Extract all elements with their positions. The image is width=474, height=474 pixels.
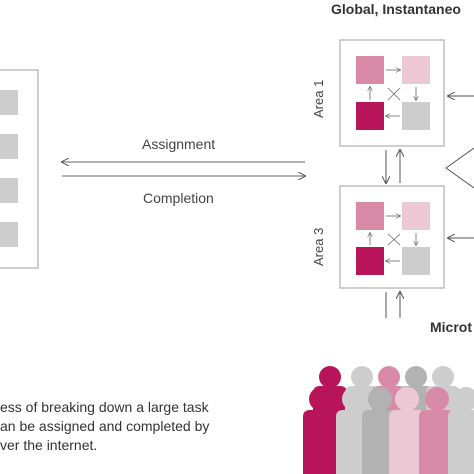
person-icon [425, 387, 449, 411]
person-icon [454, 387, 474, 411]
caption-text: ess of breaking down a large task an be … [0, 398, 300, 455]
caption-line: ver the internet. [0, 437, 98, 453]
person-icon [342, 387, 366, 411]
person-icon [351, 366, 373, 388]
caption-line: ess of breaking down a large task [0, 399, 209, 415]
person-icon [368, 387, 392, 411]
task-panel [0, 69, 39, 269]
person-icon [432, 366, 454, 388]
caption-line: an be assigned and completed by [0, 418, 210, 434]
worker-square [356, 202, 384, 230]
crowd-illustration [303, 366, 474, 474]
internal-arrow [387, 233, 401, 246]
task-block [0, 178, 18, 203]
internal-arrow [387, 87, 401, 101]
area-1-label: Area 1 [311, 80, 326, 118]
person-icon [378, 366, 400, 388]
area-connectors [386, 96, 474, 318]
area-frame [339, 39, 445, 147]
section-title: Microt [430, 319, 472, 335]
person-icon [405, 366, 427, 388]
task-block [0, 222, 18, 247]
assignment-label: Assignment [142, 136, 215, 152]
area-3 [339, 185, 445, 289]
worker-square [402, 56, 430, 84]
person-icon [309, 387, 333, 411]
person-icon [395, 387, 419, 411]
worker-square [356, 56, 384, 84]
task-block [0, 90, 18, 115]
person-icon [319, 366, 341, 388]
worker-square [402, 102, 430, 130]
worker-square [356, 247, 384, 275]
diagram-title: Global, Instantaneo [331, 1, 461, 17]
area-1 [339, 39, 445, 147]
task-block [0, 134, 18, 159]
area-3-label: Area 3 [311, 228, 326, 266]
worker-square [356, 102, 384, 130]
worker-square [402, 247, 430, 275]
completion-label: Completion [143, 190, 214, 206]
worker-square [402, 202, 430, 230]
